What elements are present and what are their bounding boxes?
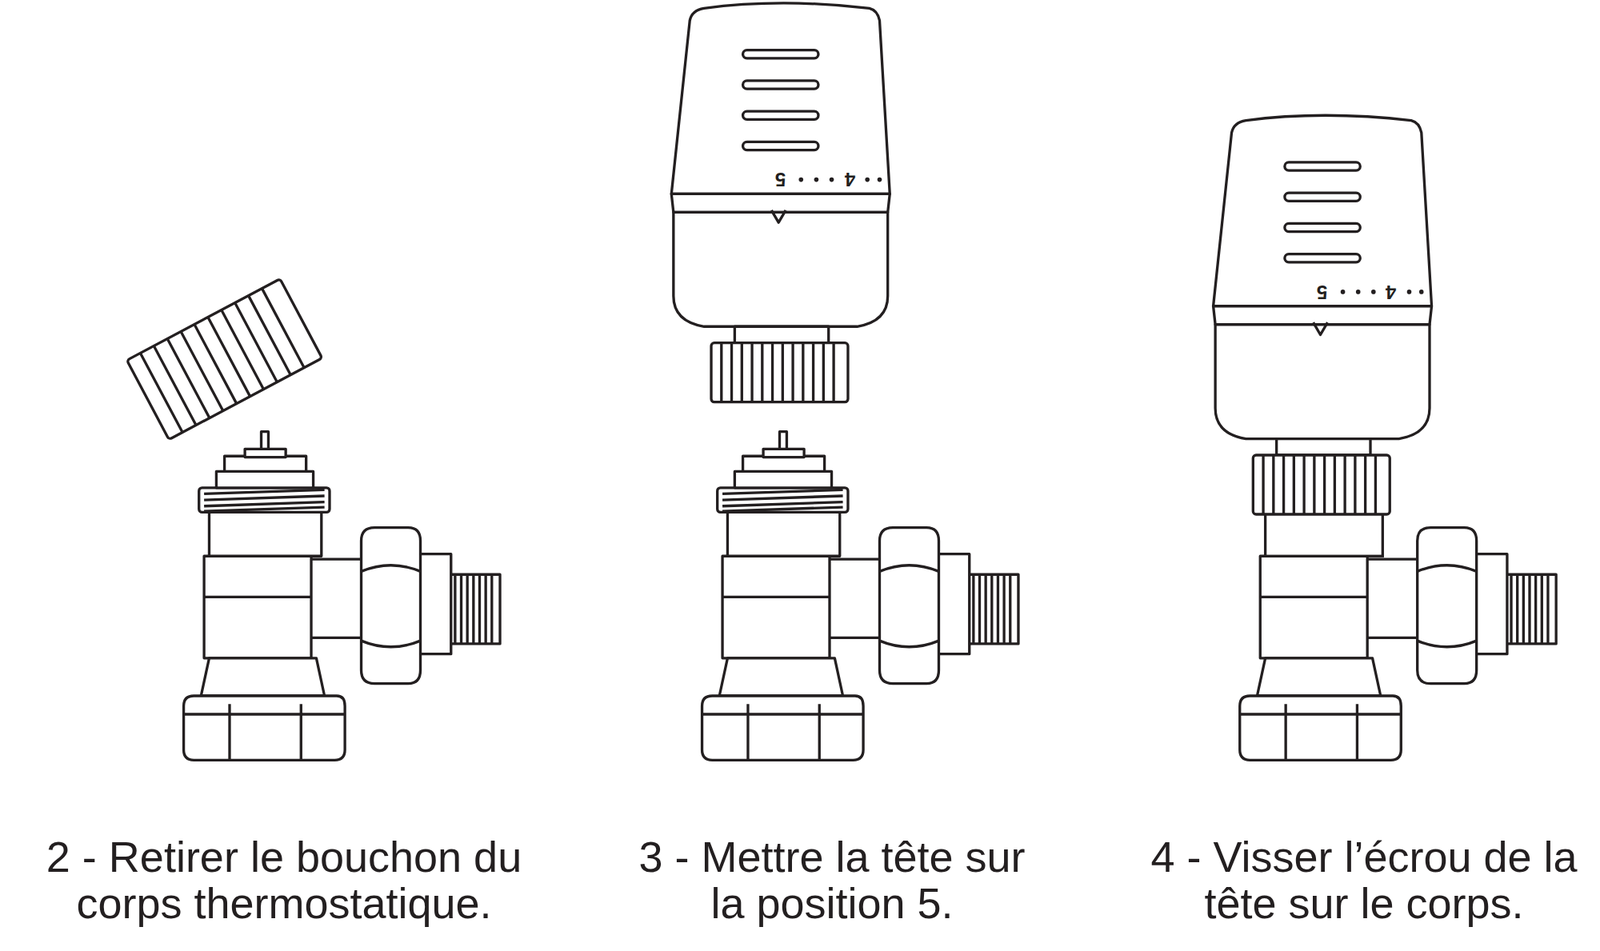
step-caption: 3 - Mettre la tête sur la position 5.: [624, 833, 1040, 928]
valve-insert: [199, 432, 330, 557]
dial-number: 4: [1385, 282, 1396, 302]
step-caption: 2 - Retirer le bouchon du corps thermost…: [28, 833, 540, 928]
valve-body: [184, 528, 500, 761]
valve-insert: [717, 432, 848, 557]
valve-body: [1240, 528, 1556, 761]
step-caption: 4 - Visser l’écrou de la tête sur le cor…: [1140, 833, 1588, 928]
head-collar: [1265, 510, 1384, 556]
dial-number: 5: [1316, 282, 1328, 302]
dial-number: 4: [844, 169, 856, 189]
thermostatic-head: [1213, 115, 1432, 515]
valve-cap: [127, 279, 323, 440]
thermostatic-head: [671, 3, 890, 403]
dial-number: 5: [775, 169, 786, 189]
valve-body: [702, 528, 1019, 761]
